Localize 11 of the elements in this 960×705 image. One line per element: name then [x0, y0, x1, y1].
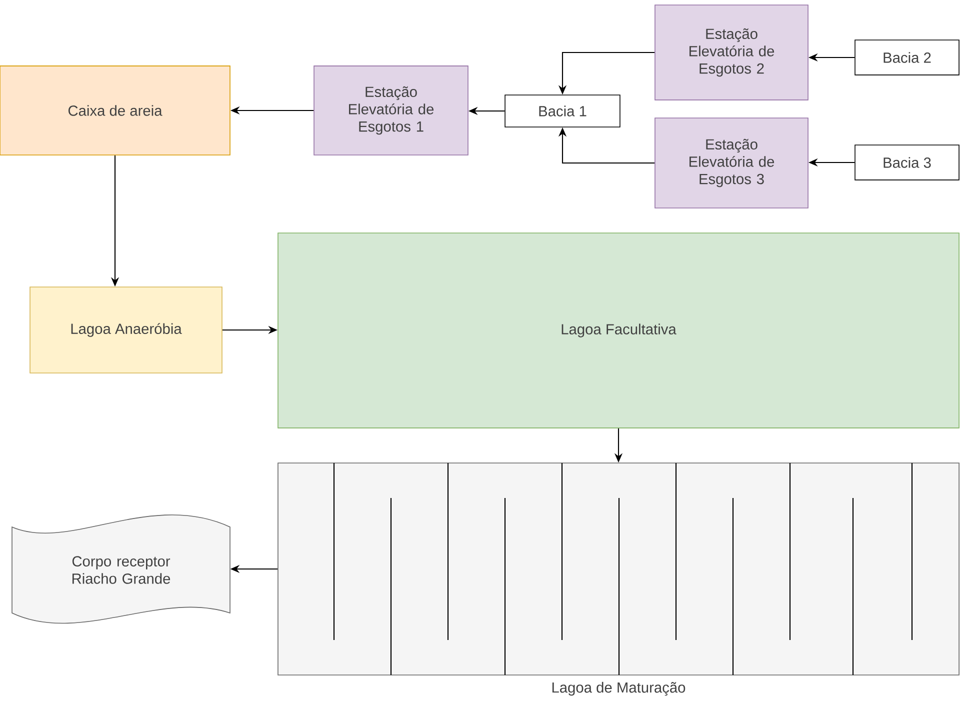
basin-box: Bacia 1 [504, 94, 620, 128]
basin-box: Bacia 2 [854, 40, 960, 76]
lagoon-box: Lagoa Facultativa [278, 232, 960, 428]
lagoon-box: Lagoa Anaeróbia [30, 286, 222, 374]
pump-station-box: Estação Elevatória de Esgotos 2 [654, 4, 808, 100]
maturation-lagoon-drawing: Lagoa de Maturação [278, 462, 960, 696]
basin-box: Bacia 3 [854, 144, 960, 180]
pump-station-box: Estação Elevatória de Esgotos 3 [654, 118, 808, 208]
node-label: Lagoa de Maturação [552, 682, 686, 696]
pump-station-box: Estação Elevatória de Esgotos 1 [314, 66, 468, 156]
process-box: Caixa de areia [0, 66, 230, 156]
